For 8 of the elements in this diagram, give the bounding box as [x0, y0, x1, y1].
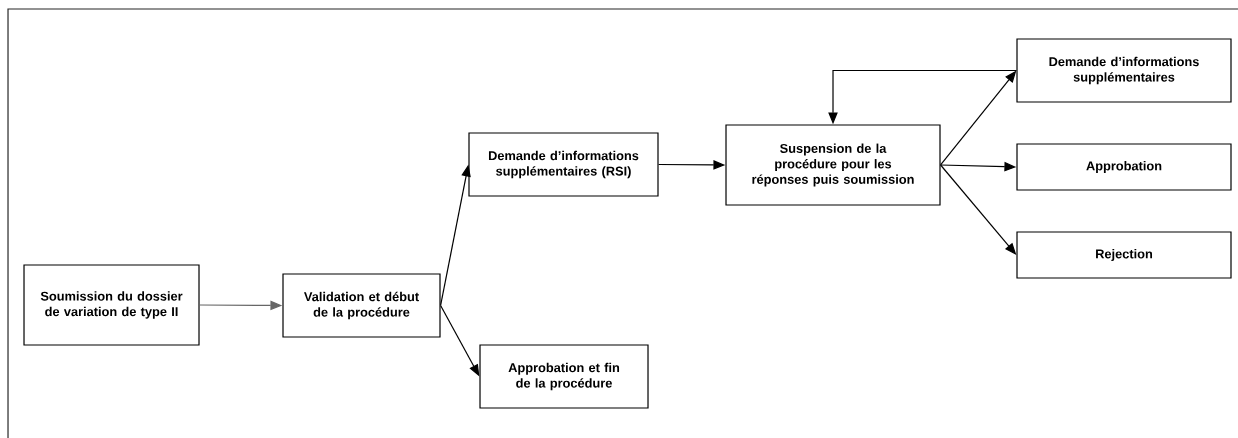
process-box: Suspension de la procédure pour les réponses puis soumission	[725, 124, 941, 206]
process-box: Demande d’informations supplémentaires	[1016, 38, 1232, 103]
process-box: Validation et début de la procédure	[282, 273, 441, 338]
process-box: Approbation	[1016, 143, 1232, 191]
process-box: Rejection	[1016, 231, 1232, 279]
process-box: Soumission du dossier de variation de type II	[23, 264, 200, 346]
process-box: Approbation et fin de la procédure	[479, 344, 649, 409]
process-box: Demande d’informations supplémentaires (RSI)	[468, 132, 659, 197]
